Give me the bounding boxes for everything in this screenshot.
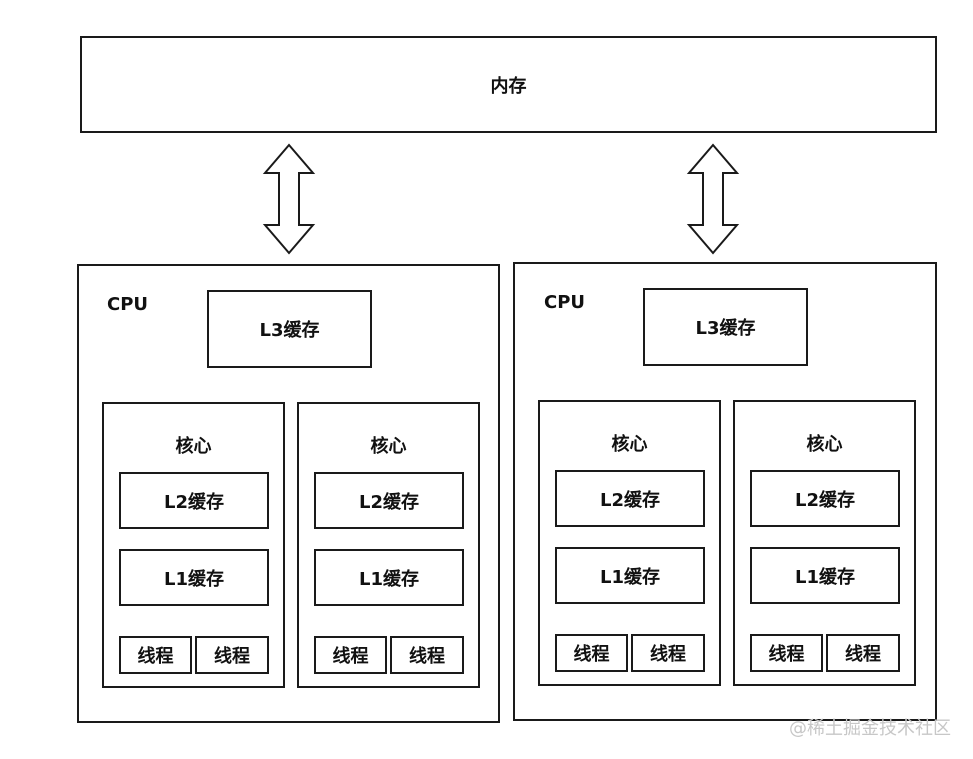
l1-cache-box: L1缓存 — [119, 549, 269, 606]
thread-label: 线程 — [332, 646, 369, 667]
l2-cache-box: L2缓存 — [119, 472, 269, 529]
thread-label: 线程 — [650, 644, 686, 665]
thread-label: 线程 — [214, 646, 250, 667]
l1-cache-box: L1缓存 — [750, 547, 900, 604]
l2-cache-label: L2缓存 — [164, 491, 224, 513]
l3-cache-label: L3缓存 — [259, 320, 320, 341]
bidirectional-arrow-right — [686, 143, 740, 255]
l3-cache-box: L3缓存 — [207, 290, 372, 368]
l2-cache-label: L2缓存 — [600, 489, 660, 511]
l2-cache-box: L2缓存 — [314, 472, 464, 529]
thread-box: 线程 — [390, 636, 464, 674]
thread-label: 线程 — [573, 644, 610, 665]
cpu-label: CPU — [107, 294, 149, 315]
memory-label: 内存 — [490, 75, 527, 97]
core-label: 核心 — [370, 436, 407, 457]
l1-cache-label: L1缓存 — [600, 566, 660, 588]
l1-cache-label: L1缓存 — [359, 568, 419, 590]
core-label: 核心 — [611, 434, 648, 455]
watermark: @稀土掘金技术社区 — [789, 718, 951, 739]
memory-box: 内存 — [80, 36, 937, 133]
l1-cache-label: L1缓存 — [164, 568, 224, 590]
l1-cache-box: L1缓存 — [314, 549, 464, 606]
thread-label: 线程 — [137, 646, 174, 667]
thread-box: 线程 — [631, 634, 705, 672]
l2-cache-box: L2缓存 — [750, 470, 900, 527]
thread-label: 线程 — [768, 644, 805, 665]
l1-cache-label: L1缓存 — [795, 566, 855, 588]
l2-cache-box: L2缓存 — [555, 470, 705, 527]
thread-box: 线程 — [119, 636, 192, 674]
l1-cache-box: L1缓存 — [555, 547, 705, 604]
l3-cache-label: L3缓存 — [695, 318, 756, 339]
thread-box: 线程 — [750, 634, 823, 672]
thread-box: 线程 — [826, 634, 900, 672]
l3-cache-box: L3缓存 — [643, 288, 808, 366]
thread-box: 线程 — [555, 634, 628, 672]
thread-label: 线程 — [845, 644, 881, 665]
l2-cache-label: L2缓存 — [359, 491, 419, 513]
thread-box: 线程 — [195, 636, 269, 674]
cpu-label: CPU — [544, 292, 586, 313]
thread-label: 线程 — [409, 646, 445, 667]
bidirectional-arrow-left — [262, 143, 316, 255]
core-label: 核心 — [806, 434, 843, 455]
l2-cache-label: L2缓存 — [795, 489, 855, 511]
core-label: 核心 — [175, 436, 212, 457]
thread-box: 线程 — [314, 636, 387, 674]
